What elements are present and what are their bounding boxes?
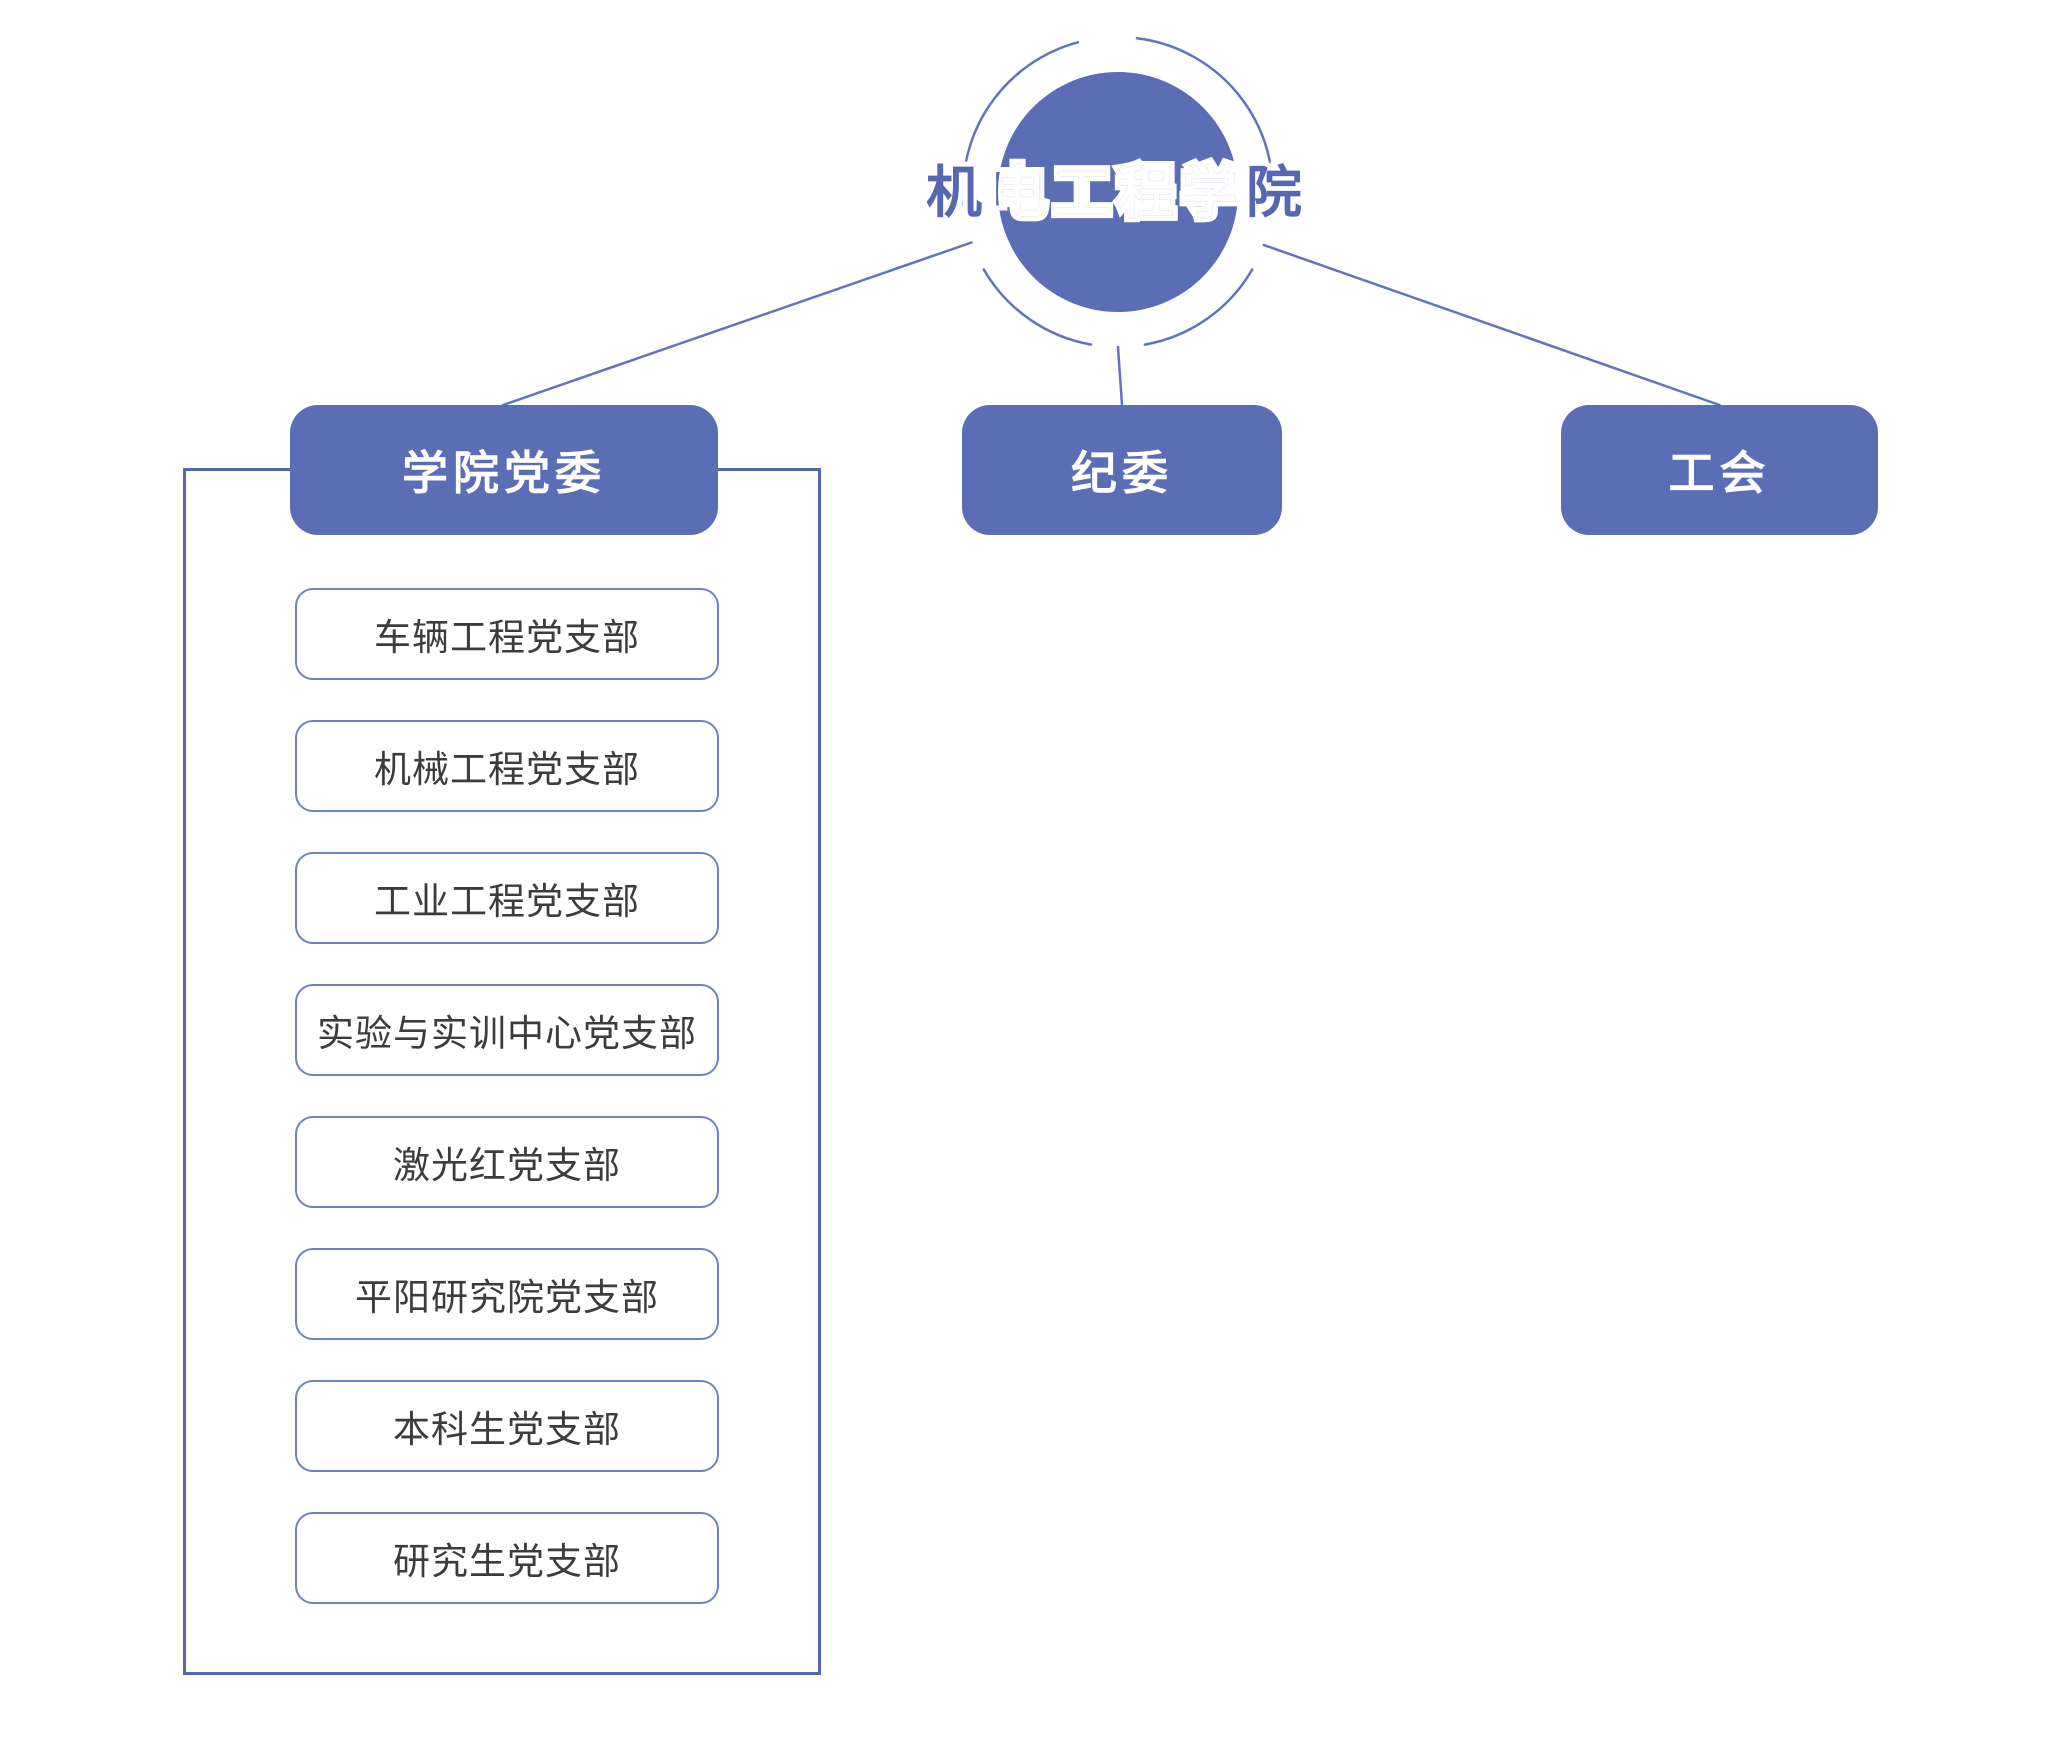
connector-right	[1262, 243, 1721, 407]
party-sub-branch-label: 本科生党支部	[393, 1409, 621, 1450]
party-sub-branch-box: 车辆工程党支部	[295, 588, 719, 680]
ring-arc-bottom-left	[982, 268, 1093, 346]
party-sub-branch-box: 实验与实训中心党支部	[295, 984, 719, 1076]
root-title-text: 机电工程学院	[926, 161, 1310, 224]
node-discipline-committee-label: 纪委	[1071, 447, 1173, 499]
node-discipline-committee: 纪委	[962, 405, 1282, 535]
ring-arc-top-right	[1135, 36, 1275, 221]
node-labor-union-label: 工会	[1668, 447, 1771, 499]
party-sub-branch-label: 实验与实训中心党支部	[317, 1013, 697, 1054]
party-sub-branch-box: 工业工程党支部	[295, 852, 719, 944]
party-sub-branch-label: 研究生党支部	[393, 1541, 621, 1582]
party-sub-branch-box: 机械工程党支部	[295, 720, 719, 812]
node-labor-union: 工会	[1561, 405, 1878, 535]
ring-arc-top-left	[961, 41, 1080, 215]
party-sub-branch-label: 激光红党支部	[393, 1145, 621, 1186]
connector-left	[501, 241, 973, 407]
party-sub-branch-box: 平阳研究院党支部	[295, 1248, 719, 1340]
party-sub-branch-box: 研究生党支部	[295, 1512, 719, 1604]
party-sub-branch-label: 工业工程党支部	[374, 881, 640, 922]
root-title-halo: 机电工程学院	[921, 156, 1310, 229]
root-node-title: 机电工程学院 机电工程学院 机电工程学院	[918, 156, 1318, 229]
root-node-circle	[998, 72, 1238, 312]
connector-middle	[1116, 345, 1124, 407]
ring-arc-bottom-right	[1143, 268, 1254, 346]
party-sub-branch-box: 激光红党支部	[295, 1116, 719, 1208]
node-party-committee-label: 学院党委	[402, 447, 606, 499]
party-sub-branch-label: 机械工程党支部	[374, 749, 640, 790]
party-sub-branch-box: 本科生党支部	[295, 1380, 719, 1472]
node-party-committee: 学院党委	[290, 405, 718, 535]
party-sub-branch-label: 车辆工程党支部	[374, 617, 640, 658]
root-title-inside: 机电工程学院	[926, 161, 1310, 224]
party-sub-branch-label: 平阳研究院党支部	[355, 1277, 659, 1318]
